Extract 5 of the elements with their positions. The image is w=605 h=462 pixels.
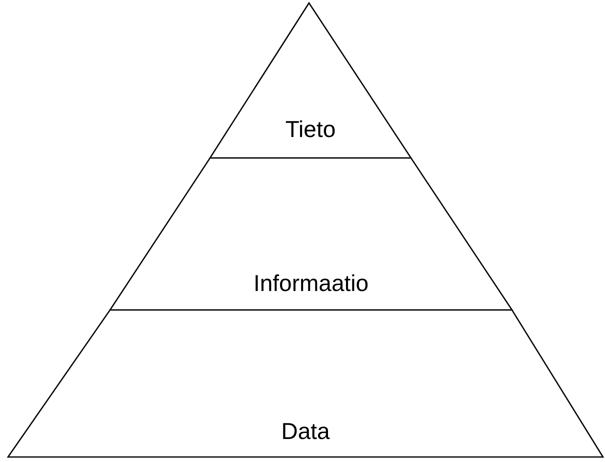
pyramid-level — [110, 158, 512, 310]
level-label: Tieto — [285, 116, 336, 143]
level-label: Data — [281, 418, 330, 445]
level-label: Informaatio — [253, 270, 369, 297]
pyramid-level — [8, 310, 603, 457]
